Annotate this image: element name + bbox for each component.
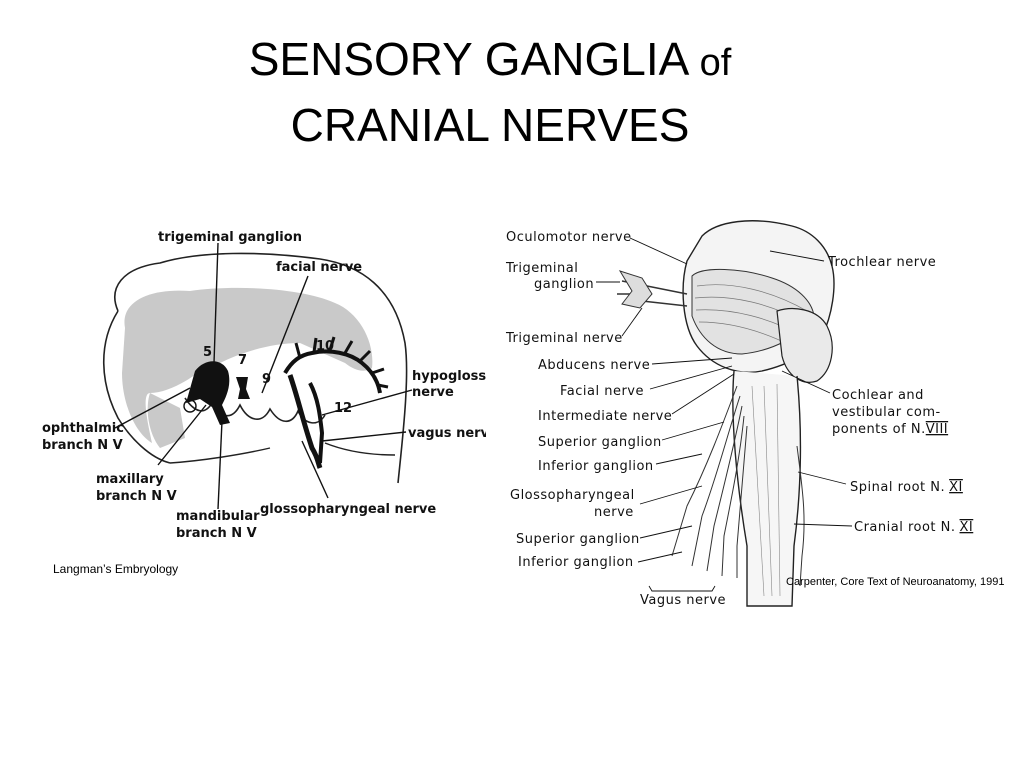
glossopharyngeal-trunk	[287, 374, 323, 469]
label-num-10: 10	[316, 339, 334, 354]
label-cochlear-3: ponents of N.VIII	[832, 422, 948, 437]
label-hypoglossal-2: nerve	[412, 385, 454, 400]
label-cochlear-roman: VIII	[926, 422, 948, 437]
medulla-fibers	[751, 383, 781, 597]
embryo-diagram: 5 7 9 10 12 trigeminal ganglion facial n…	[0, 193, 499, 561]
label-trigeminal-ganglion: trigeminal ganglion	[158, 230, 302, 245]
trigeminal-ganglion-body	[618, 270, 653, 309]
label-spinal-root-text: Spinal root N.	[850, 480, 945, 495]
trigeminal-ganglion-shape	[186, 361, 230, 425]
brainstem-diagram-svg: Oculomotor nerve Trigeminal ganglion Tri…	[505, 220, 973, 608]
label-abducens: Abducens nerve	[538, 358, 650, 373]
label-maxillary-1: maxillary	[96, 472, 164, 487]
cerebellar-peduncle	[776, 308, 833, 383]
label-superior-ganglion-2: Superior ganglion	[516, 532, 640, 547]
caption-carpenter: Carpenter, Core Text of Neuroanatomy, 19…	[786, 576, 1005, 588]
label-maxillary-2: branch N V	[96, 489, 177, 504]
title-line1-main: SENSORY GANGLIA	[248, 33, 687, 85]
label-vagus: Vagus nerve	[640, 593, 726, 608]
brain-shading	[122, 287, 373, 443]
brain-shading-lower	[147, 393, 185, 448]
label-intermediate: Intermediate nerve	[538, 409, 672, 424]
label-hypoglossal-1: hypoglossal	[412, 369, 486, 384]
neck-outline	[324, 442, 396, 456]
slide-title: SENSORY GANGLIA of CRANIAL NERVES	[0, 28, 980, 156]
label-glossopharyngeal-2: nerve	[594, 505, 634, 520]
label-cranial-root-text: Cranial root N.	[854, 520, 956, 535]
label-spinal-root: Spinal root N. XI	[850, 480, 963, 495]
label-num-9: 9	[262, 372, 271, 387]
facial-ganglion-shape	[236, 377, 250, 399]
label-facial: Facial nerve	[560, 384, 644, 399]
vagus-branches	[294, 336, 389, 389]
label-glossopharyngeal-1: Glossopharyngeal	[510, 488, 635, 503]
label-inferior-ganglion-1: Inferior ganglion	[538, 459, 654, 474]
brainstem-diagram: Oculomotor nerve Trigeminal ganglion Tri…	[502, 186, 1024, 616]
label-cranial-root: Cranial root N. XI	[854, 520, 973, 535]
label-ophthalmic-1: ophthalmic	[42, 421, 124, 436]
label-mandibular-1: mandibular	[176, 509, 260, 524]
hypoglossal-trunk	[308, 382, 325, 464]
label-oculomotor: Oculomotor nerve	[506, 230, 632, 245]
label-cochlear-1: Cochlear and	[832, 388, 924, 403]
label-cochlear-3-text: ponents of N.	[832, 422, 926, 437]
label-cranial-roman: XI	[960, 520, 974, 535]
label-mandibular-2: branch N V	[176, 526, 257, 541]
left-leader-lines	[114, 242, 413, 510]
label-glossopharyngeal: glossopharyngeal nerve	[260, 502, 436, 517]
label-cochlear-2: vestibular com-	[832, 405, 941, 420]
medulla-outline	[732, 370, 802, 607]
label-trigeminal-ganglion-1: Trigeminal	[505, 261, 578, 276]
label-superior-ganglion-1: Superior ganglion	[538, 435, 662, 450]
embryo-face-outline	[103, 310, 171, 464]
title-line1-small: of	[699, 42, 732, 84]
label-trochlear: Trochlear nerve	[827, 255, 936, 270]
label-num-7: 7	[238, 353, 247, 368]
otic-circle	[183, 399, 197, 413]
label-trigeminal-nerve: Trigeminal nerve	[505, 331, 623, 346]
label-spinal-roman: XI	[949, 480, 963, 495]
vagus-nerve-tree	[283, 349, 382, 394]
right-leader-lines	[596, 237, 853, 592]
title-line2: CRANIAL NERVES	[290, 99, 690, 151]
label-inferior-ganglion-2: Inferior ganglion	[518, 555, 634, 570]
label-ophthalmic-2: branch N V	[42, 438, 123, 453]
label-vagus-nerve: vagus nerve	[408, 426, 486, 441]
embryo-head-outline	[114, 252, 408, 484]
embryo-diagram-svg: 5 7 9 10 12 trigeminal ganglion facial n…	[42, 230, 499, 541]
label-facial-nerve: facial nerve	[276, 260, 362, 275]
lower-nerve-rootlets	[671, 385, 805, 587]
caption-langman: Langman’s Embryology	[53, 562, 179, 576]
label-num-5: 5	[203, 345, 212, 360]
label-trigeminal-ganglion-2: ganglion	[534, 277, 594, 292]
